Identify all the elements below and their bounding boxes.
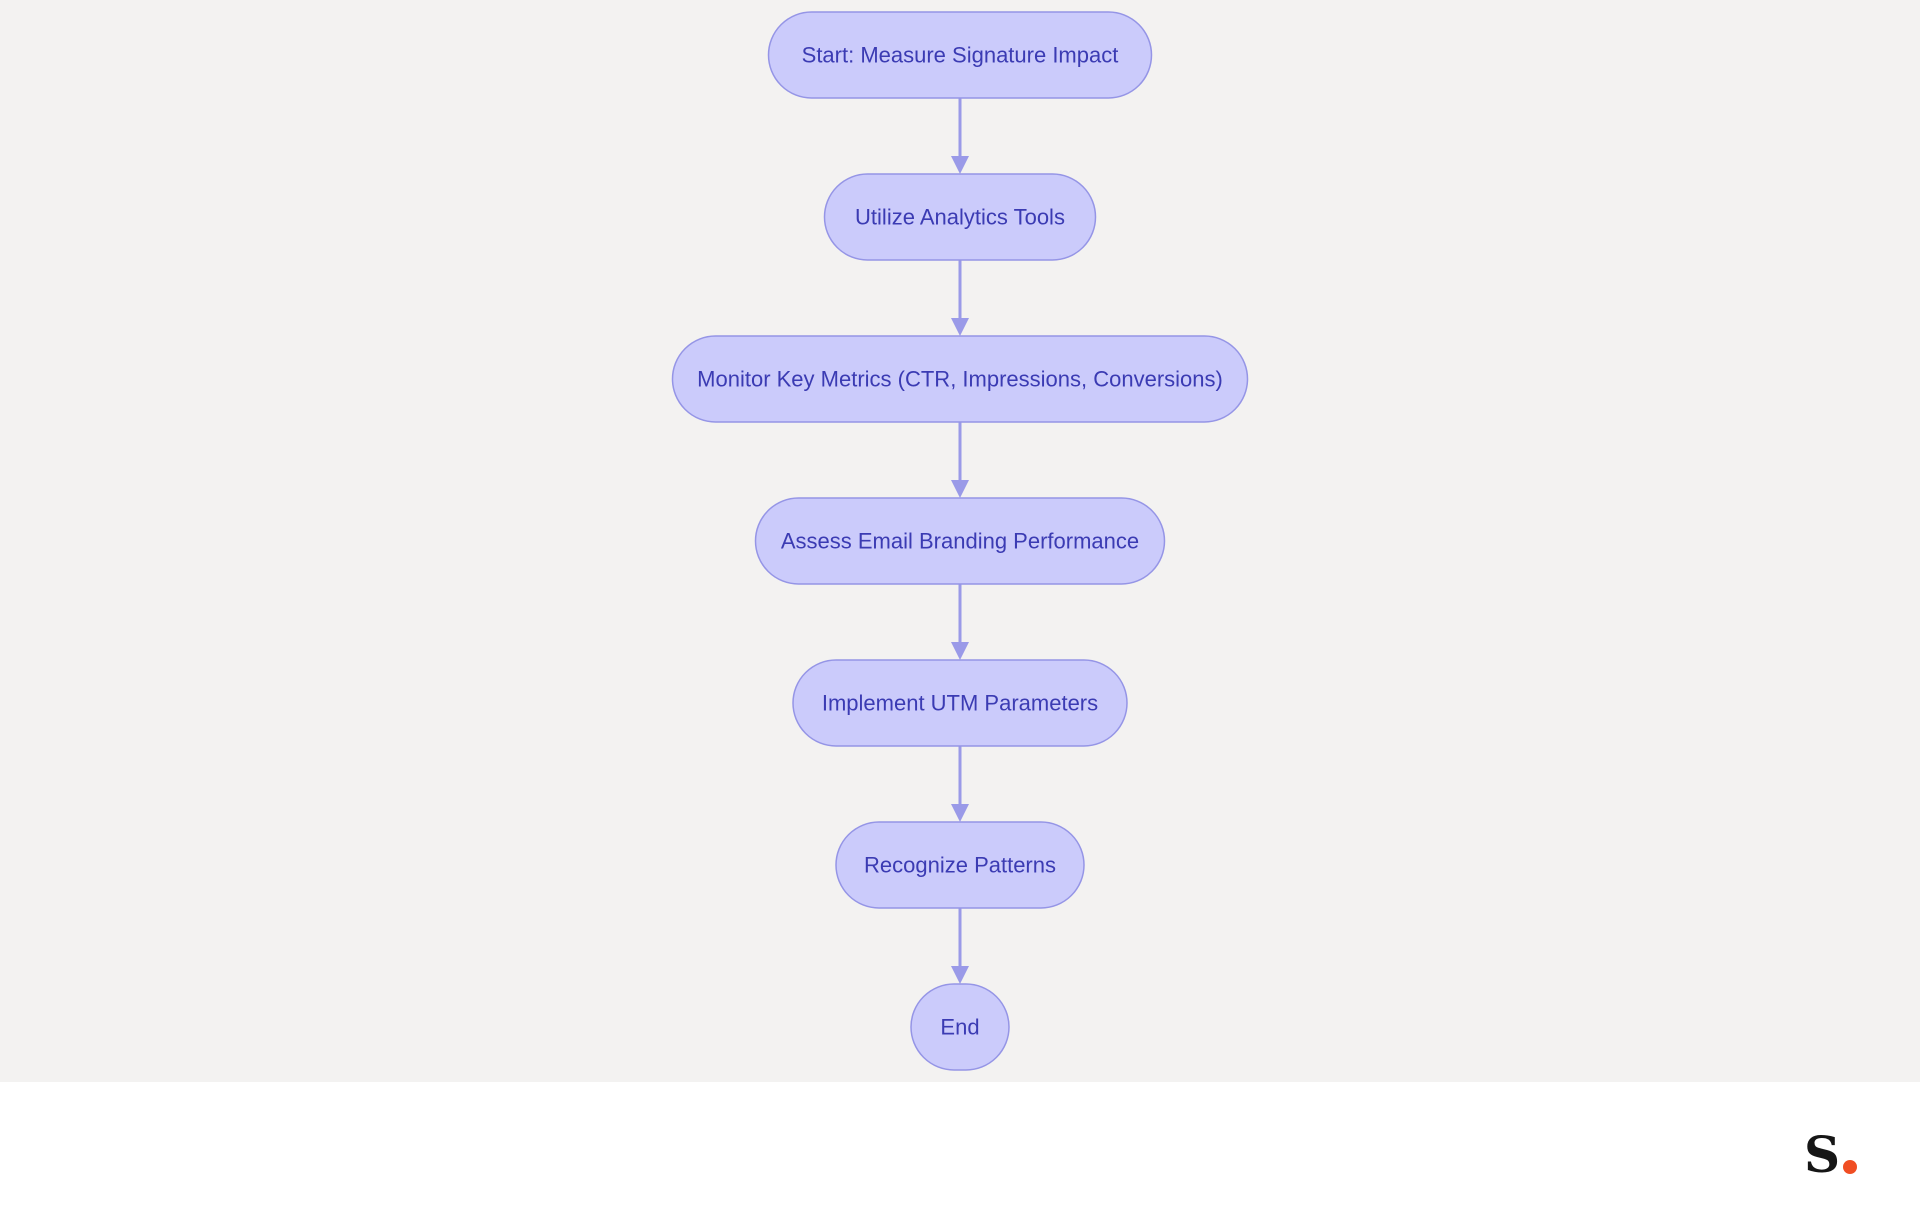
flow-node-start: Start: Measure Signature Impact: [767, 11, 1153, 99]
flow-node-label: Assess Email Branding Performance: [781, 529, 1139, 554]
flow-node-label: Implement UTM Parameters: [822, 691, 1098, 716]
flow-node-end: End: [910, 983, 1010, 1071]
arrowhead-icon: [951, 318, 969, 336]
flow-node-label: Utilize Analytics Tools: [855, 205, 1065, 230]
flow-edge-metrics-to-assess: [951, 422, 969, 498]
flow-node-shape: [910, 983, 1010, 1071]
arrowhead-icon: [951, 804, 969, 822]
arrowhead-icon: [951, 966, 969, 984]
arrowhead-icon: [951, 480, 969, 498]
flow-edge-utm-to-patterns: [951, 746, 969, 822]
flow-node-assess: Assess Email Branding Performance: [754, 497, 1166, 585]
brand-logo: S: [1804, 1125, 1858, 1184]
flow-node-shape: [754, 497, 1166, 585]
flow-edge-assess-to-utm: [951, 584, 969, 660]
arrowhead-icon: [951, 156, 969, 174]
footer: [0, 1082, 1920, 1215]
flow-node-label: Monitor Key Metrics (CTR, Impressions, C…: [697, 367, 1223, 392]
flow-node-label: Recognize Patterns: [864, 853, 1056, 878]
flow-edge-patterns-to-end: [951, 908, 969, 984]
flow-node-shape: [835, 821, 1085, 909]
logo-letter: S: [1804, 1125, 1841, 1184]
flow-node-shape: [823, 173, 1097, 261]
logo-dot: [1843, 1160, 1858, 1174]
flow-node-shape: [671, 335, 1249, 423]
flow-node-shape: [792, 659, 1128, 747]
flow-node-label: Start: Measure Signature Impact: [802, 43, 1119, 68]
flow-edge-analytics-to-metrics: [951, 260, 969, 336]
arrowhead-icon: [951, 642, 969, 660]
flow-node-patterns: Recognize Patterns: [835, 821, 1085, 909]
flow-node-analytics: Utilize Analytics Tools: [823, 173, 1097, 261]
flow-node-label: End: [940, 1015, 979, 1040]
flow-node-metrics: Monitor Key Metrics (CTR, Impressions, C…: [671, 335, 1249, 423]
flow-edge-start-to-analytics: [951, 98, 969, 174]
flow-node-utm: Implement UTM Parameters: [792, 659, 1128, 747]
flow-node-shape: [767, 11, 1153, 99]
